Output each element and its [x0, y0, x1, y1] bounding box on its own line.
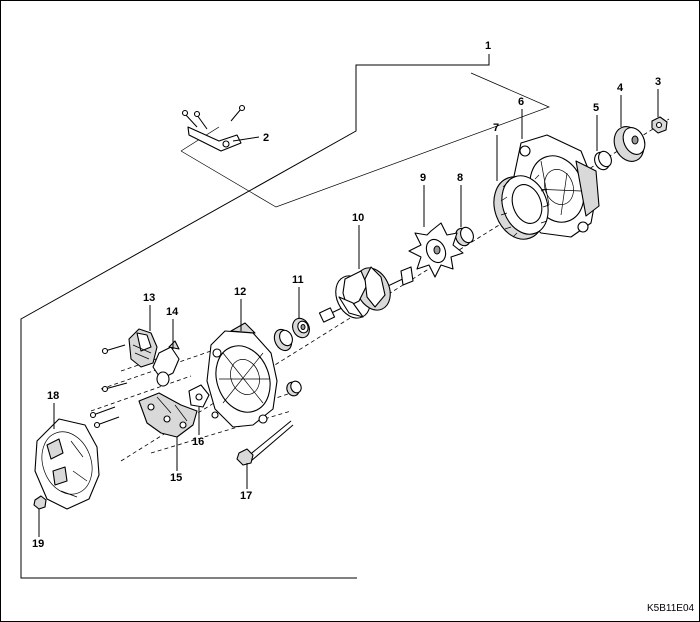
callout-16: 16	[192, 436, 204, 448]
callout-3: 3	[655, 76, 661, 88]
callout-10: 10	[352, 212, 364, 224]
regulator-part-13	[101, 328, 158, 368]
nut-part-3	[651, 116, 668, 134]
bushing-small	[286, 380, 302, 397]
callout-2: 2	[263, 132, 269, 144]
callout-5: 5	[593, 102, 599, 114]
figure-code: K5B11E04	[647, 603, 695, 614]
terminal-part-16	[188, 384, 219, 419]
assembly-axis-line	[120, 118, 670, 462]
assembly-boundary-1	[20, 54, 490, 579]
small-nut-part-19	[33, 495, 47, 510]
bracket-group-boundary	[180, 72, 550, 208]
callout-1: 1	[485, 40, 491, 52]
bearing-retainer	[273, 328, 293, 352]
callout-9: 9	[420, 172, 426, 184]
slip-ring-end-housing-part-12	[206, 322, 278, 428]
fan-part-9	[408, 222, 464, 278]
callout-14: 14	[166, 306, 179, 318]
callout-4: 4	[617, 82, 624, 94]
brush-holder-part-14	[152, 340, 180, 387]
bracket-part-2	[181, 104, 246, 152]
rectifier-part-15	[89, 382, 198, 438]
callout-7: 7	[493, 122, 499, 134]
callout-15: 15	[170, 472, 182, 484]
stator-part-7	[493, 174, 550, 240]
bearing-part-11	[292, 317, 310, 339]
spacer-part-5	[594, 150, 612, 171]
callout-11: 11	[292, 274, 304, 286]
pulley-part-4	[613, 126, 646, 162]
through-bolt-part-17	[236, 420, 294, 466]
callout-6: 6	[518, 96, 524, 108]
rear-cover-part-18	[34, 418, 100, 510]
callout-12: 12	[234, 286, 246, 298]
callout-13: 13	[143, 292, 155, 304]
bushing-part-8	[455, 226, 474, 247]
callout-8: 8	[457, 172, 463, 184]
callout-19: 19	[32, 538, 44, 550]
callout-18: 18	[47, 390, 59, 402]
leader-lines	[38, 89, 659, 537]
callout-17: 17	[240, 490, 252, 502]
rotor-part-10	[318, 266, 414, 323]
